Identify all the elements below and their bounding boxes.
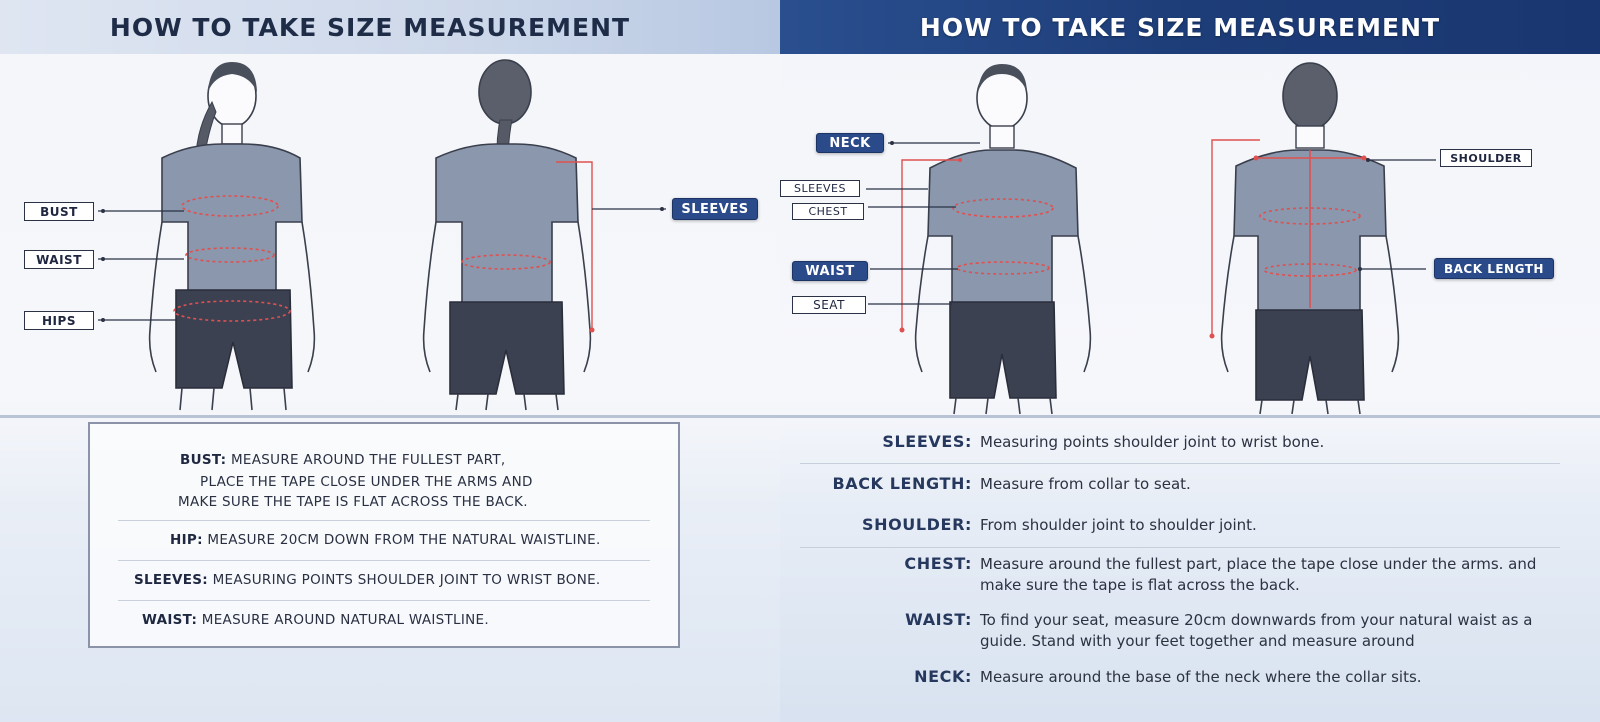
left-header: HOW TO TAKE SIZE MEASUREMENT xyxy=(0,0,780,54)
info-sleeves: SLEEVES: MEASURING POINTS SHOULDER JOINT… xyxy=(134,572,601,588)
info-bust-line3: MAKE SURE THE TAPE IS FLAT ACROSS THE BA… xyxy=(178,494,528,510)
label-waist-men: WAIST xyxy=(792,261,868,281)
info-separator xyxy=(118,560,650,561)
label-hips: HIPS xyxy=(24,311,94,330)
label-chest: CHEST xyxy=(792,203,864,220)
info-hip: HIP: MEASURE 20CM DOWN FROM THE NATURAL … xyxy=(170,532,601,548)
label-waist: WAIST xyxy=(24,250,94,269)
right-divider xyxy=(780,415,1600,418)
info-waist: WAIST: MEASURE AROUND NATURAL WAISTLINE. xyxy=(142,612,489,628)
label-sleeves-men: SLEEVES xyxy=(780,180,860,197)
left-title: HOW TO TAKE SIZE MEASUREMENT xyxy=(109,12,631,42)
right-header: HOW TO TAKE SIZE MEASUREMENT xyxy=(780,0,1600,54)
women-figures-illustration xyxy=(98,59,666,411)
male-front-figure xyxy=(899,64,1092,415)
label-back-length: BACK LENGTH xyxy=(1434,258,1554,279)
right-title: HOW TO TAKE SIZE MEASUREMENT xyxy=(919,12,1441,42)
women-measurement-panel: HOW TO TAKE SIZE MEASUREMENT xyxy=(0,0,780,722)
men-measurement-panel: HOW TO TAKE SIZE MEASUREMENT xyxy=(780,0,1600,722)
info-bust-line2: PLACE THE TAPE CLOSE UNDER THE ARMS AND xyxy=(200,474,533,490)
label-seat: SEAT xyxy=(792,296,866,314)
label-sleeves: SLEEVES xyxy=(672,198,758,220)
label-shoulder: SHOULDER xyxy=(1440,149,1532,167)
info-separator xyxy=(118,520,650,521)
info-bust: BUST: MEASURE AROUND THE FULLEST PART, xyxy=(180,452,506,468)
female-back-figure xyxy=(422,59,595,411)
male-back-figure xyxy=(1209,62,1400,415)
women-measurement-instructions: BUST: MEASURE AROUND THE FULLEST PART, P… xyxy=(88,422,680,648)
female-front-figure xyxy=(148,62,316,411)
left-divider xyxy=(0,415,780,418)
info-separator xyxy=(800,547,1560,548)
label-bust: BUST xyxy=(24,202,94,221)
men-figures-illustration xyxy=(866,62,1436,415)
info-separator xyxy=(118,600,650,601)
info-separator xyxy=(800,463,1560,464)
label-neck: NECK xyxy=(816,133,884,153)
